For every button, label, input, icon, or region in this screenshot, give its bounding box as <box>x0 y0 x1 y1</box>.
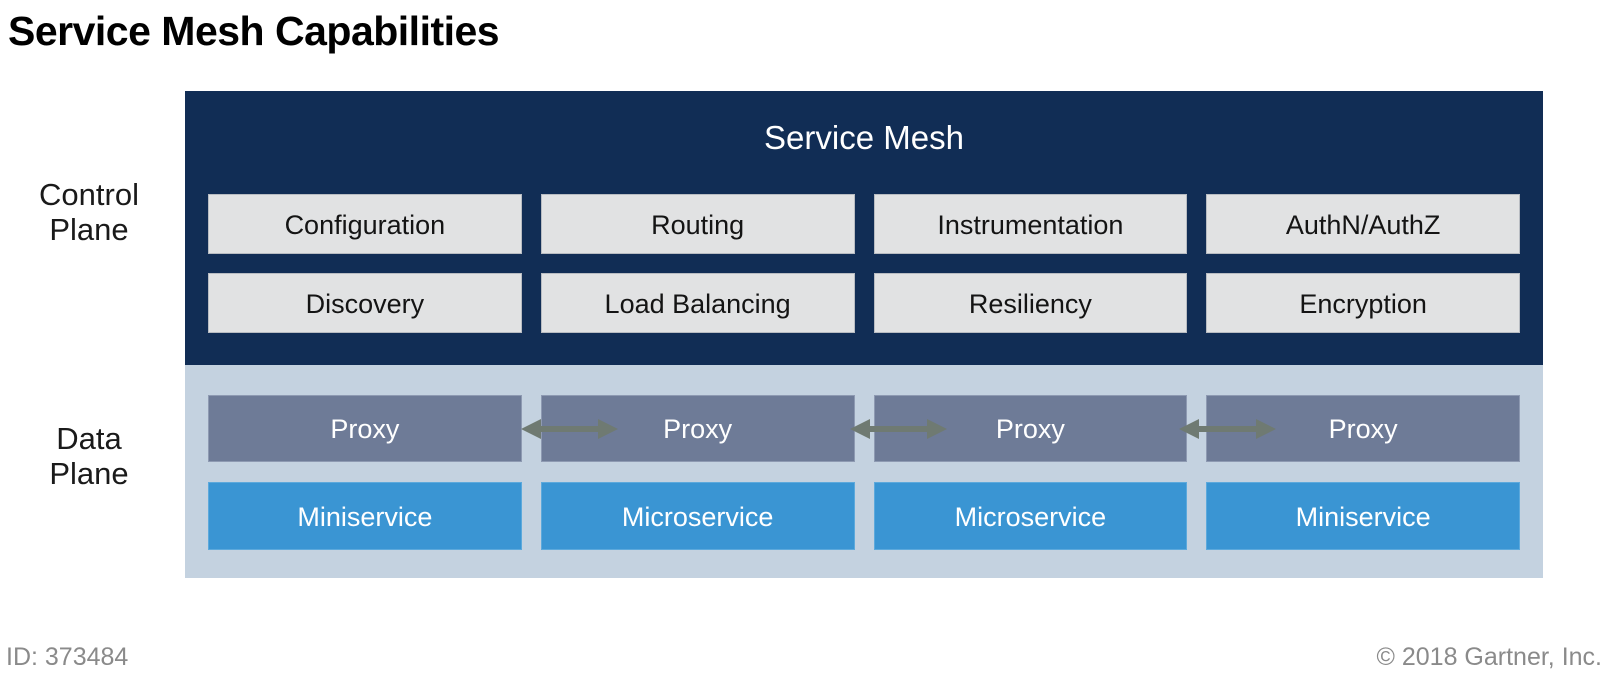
service-box-2[interactable]: Microservice <box>540 482 855 550</box>
proxy-box-2[interactable]: Proxy <box>540 395 855 462</box>
service-mesh-header: Service Mesh <box>764 119 964 156</box>
capability-routing[interactable]: Routing <box>540 194 855 254</box>
control-plane-label: Control Plane <box>0 177 178 247</box>
capability-resiliency[interactable]: Resiliency <box>873 273 1188 333</box>
data-plane-label-line1: Data <box>56 421 122 456</box>
proxy-box-1[interactable]: Proxy <box>208 395 522 462</box>
service-column-1: Proxy Miniservice <box>208 395 522 550</box>
proxy-box-3[interactable]: Proxy <box>873 395 1188 462</box>
capability-configuration[interactable]: Configuration <box>208 194 522 254</box>
copyright-notice: © 2018 Gartner, Inc. <box>1376 643 1603 671</box>
service-box-1[interactable]: Miniservice <box>208 482 522 550</box>
data-plane-label-line2: Plane <box>49 455 129 491</box>
data-plane-columns: Proxy Miniservice Proxy Microservice Pro… <box>208 395 1520 550</box>
capability-instrumentation[interactable]: Instrumentation <box>873 194 1188 254</box>
capability-encryption[interactable]: Encryption <box>1206 273 1520 333</box>
capability-row-2: Discovery Load Balancing Resiliency Encr… <box>208 273 1520 333</box>
service-mesh-diagram: Service Mesh Configuration Routing Instr… <box>185 91 1543 578</box>
service-box-4[interactable]: Miniservice <box>1206 482 1520 550</box>
control-plane-label-line1: Control <box>39 177 139 212</box>
capability-authn-authz[interactable]: AuthN/AuthZ <box>1206 194 1520 254</box>
proxy-box-4[interactable]: Proxy <box>1206 395 1520 462</box>
page-title: Service Mesh Capabilities <box>8 8 500 54</box>
control-plane-panel: Service Mesh Configuration Routing Instr… <box>185 91 1543 365</box>
capability-row-1: Configuration Routing Instrumentation Au… <box>208 194 1520 254</box>
service-column-3: Proxy Microservice <box>873 395 1188 550</box>
data-plane-label: Data Plane <box>0 421 178 491</box>
service-column-2: Proxy Microservice <box>540 395 855 550</box>
service-box-3[interactable]: Microservice <box>873 482 1188 550</box>
capability-load-balancing[interactable]: Load Balancing <box>540 273 855 333</box>
capability-grid: Configuration Routing Instrumentation Au… <box>208 194 1520 333</box>
document-id: ID: 373484 <box>6 643 129 671</box>
data-plane-panel: Proxy Miniservice Proxy Microservice Pro… <box>185 365 1543 578</box>
service-column-4: Proxy Miniservice <box>1206 395 1520 550</box>
capability-discovery[interactable]: Discovery <box>208 273 522 333</box>
control-plane-label-line2: Plane <box>49 211 129 247</box>
